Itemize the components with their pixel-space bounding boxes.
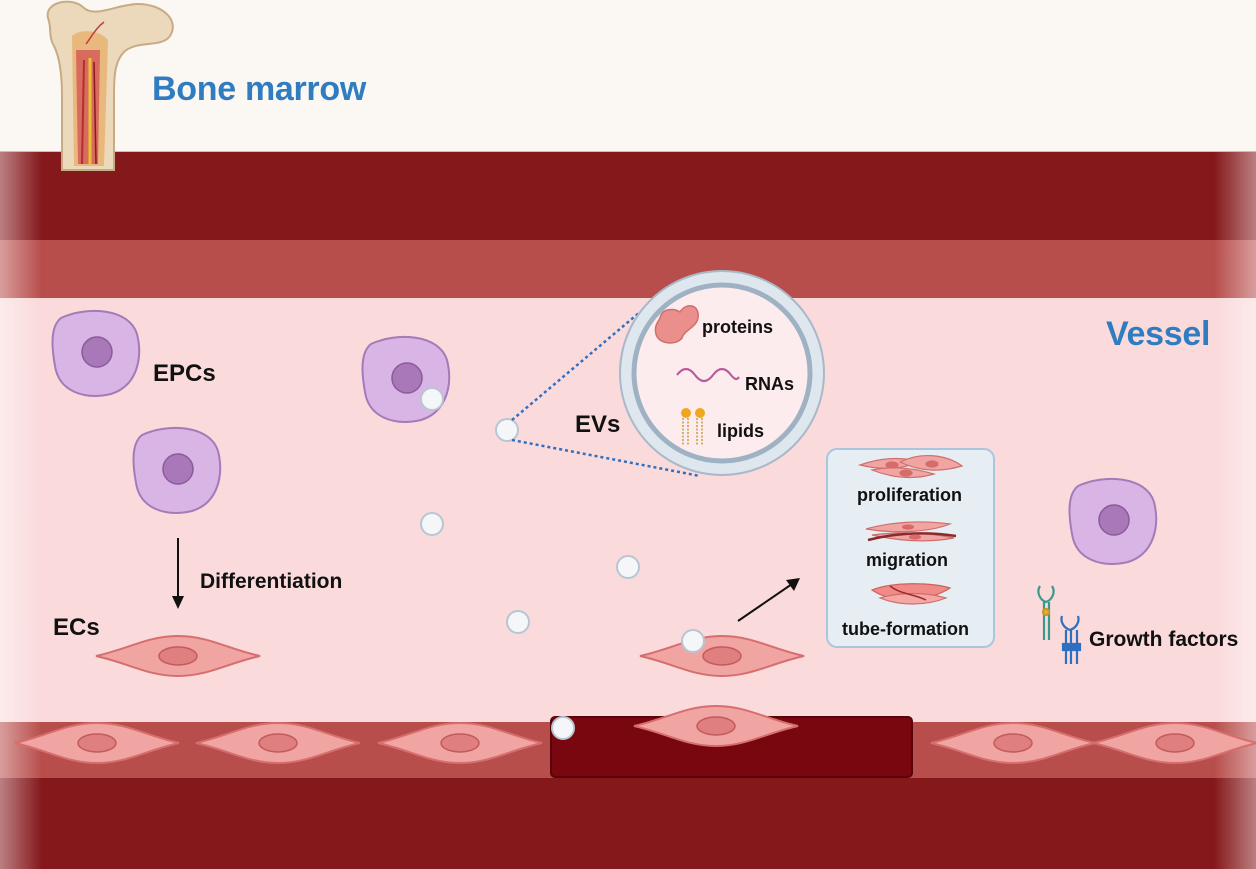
epc-cell bbox=[51, 309, 141, 397]
vessel-wall-upper-outer bbox=[0, 152, 1256, 242]
proteins-label: proteins bbox=[702, 317, 774, 337]
ev-particle bbox=[681, 629, 705, 653]
ecs-label: ECs bbox=[53, 614, 100, 641]
bone-marrow-title: Bone marrow bbox=[152, 70, 366, 108]
ev-particle bbox=[551, 716, 575, 740]
vessel-wall-upper-inner bbox=[0, 240, 1256, 298]
rnas-label: RNAs bbox=[745, 374, 795, 394]
tube-formation-label: tube-formation bbox=[842, 619, 969, 639]
lipid-icon bbox=[681, 408, 705, 446]
effect-arrow bbox=[737, 578, 800, 622]
bone-marrow-background bbox=[0, 0, 1256, 152]
epc-cell bbox=[132, 426, 222, 514]
differentiation-label: Differentiation bbox=[200, 570, 343, 593]
migration-label: migration bbox=[866, 550, 949, 570]
ev-particle bbox=[495, 418, 519, 442]
bone-icon bbox=[46, 0, 174, 171]
ev-particle bbox=[420, 387, 444, 411]
protein-icon bbox=[654, 305, 699, 344]
effects-panel bbox=[826, 448, 995, 648]
ev-particle bbox=[506, 610, 530, 634]
proliferation-icon bbox=[857, 455, 964, 479]
ev-particle bbox=[420, 512, 444, 536]
rna-icon bbox=[676, 367, 740, 383]
evs-label: EVs bbox=[575, 411, 621, 438]
epcs-label: EPCs bbox=[153, 360, 216, 387]
ev-particles bbox=[420, 387, 705, 653]
ev-zoom-circle bbox=[619, 270, 825, 476]
epc-cell bbox=[1068, 477, 1158, 565]
tube-formation-icon bbox=[870, 583, 952, 605]
vessel-title: Vessel bbox=[1106, 315, 1211, 353]
ev-zoom-connector bbox=[511, 311, 701, 478]
growth-factor-receptor-icon bbox=[1037, 585, 1082, 664]
lipids-label: lipids bbox=[717, 421, 765, 441]
migration-icon bbox=[865, 521, 957, 542]
ev-particle bbox=[616, 555, 640, 579]
proliferation-label: proliferation bbox=[857, 485, 963, 505]
growth-factors-label: Growth factors bbox=[1089, 628, 1239, 651]
differentiation-arrow bbox=[172, 538, 184, 609]
vessel-wall-lower-outer bbox=[0, 778, 1256, 869]
